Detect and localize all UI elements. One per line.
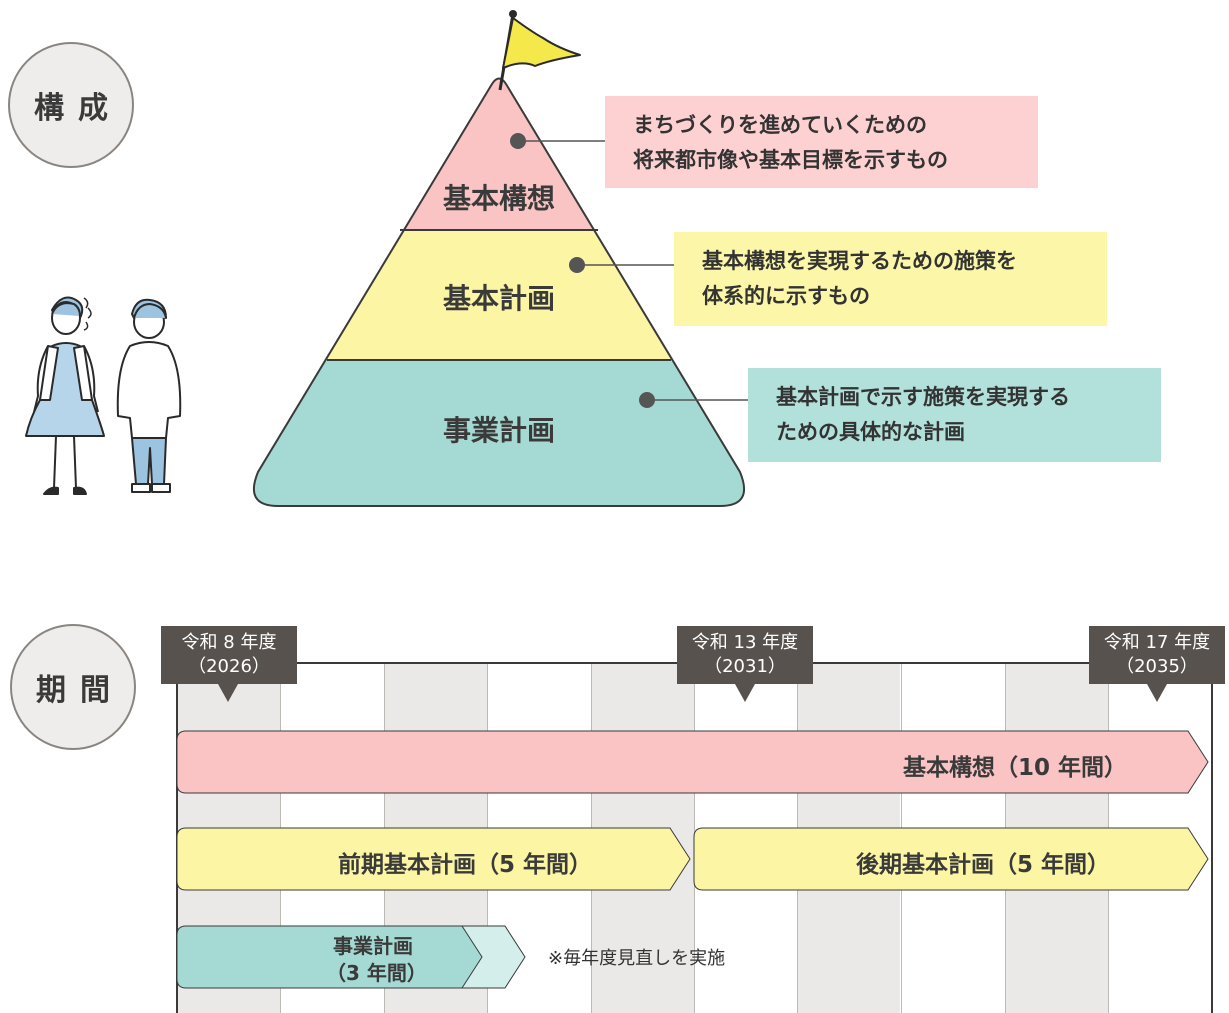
year-marker-2035-line2: （2035） (1116, 656, 1198, 677)
year-marker-2026-line2: （2026） (188, 656, 270, 677)
year-marker-2026-tip (218, 684, 238, 702)
callout-project: 基本計画で示す施策を実現する ための具体的な計画 (748, 368, 1161, 462)
connector-dot-project (639, 392, 655, 408)
flag-icon (502, 17, 581, 69)
year-marker-2035-line1: 令和 17 年度 (1103, 632, 1211, 653)
callout-vision-line2: 将来都市像や基本目標を示すもの (633, 148, 948, 172)
boy-figure (116, 298, 182, 493)
bar-project-label-line1: 事業計画 (333, 934, 413, 958)
pyramid-label-plan: 基本計画 (443, 282, 555, 315)
section-badge-structure: 構成 (8, 42, 134, 168)
people-illustration (25, 296, 182, 495)
pyramid-level-project (253, 360, 745, 506)
connector-dot-plan (569, 257, 585, 273)
bar-plan-first-label: 前期基本計画（5 年間） (338, 852, 593, 878)
bar-vision (176, 730, 1209, 794)
year-marker-2035-tip (1147, 684, 1167, 702)
year-marker-2031: 令和 13 年度 （2031） (677, 626, 813, 684)
bar-plan-second (693, 827, 1209, 891)
year-marker-2031-line1: 令和 13 年度 (691, 632, 799, 653)
callout-vision-line1: まちづくりを進めていくための (633, 113, 927, 137)
bar-project-label-line2: （3 年間） (326, 961, 427, 985)
bar-plan-second-label: 後期基本計画（5 年間） (856, 852, 1111, 878)
timeline-bars (176, 730, 1209, 989)
year-marker-2031-tip (735, 684, 755, 702)
year-marker-2026: 令和 8 年度 （2026） (161, 626, 297, 684)
year-marker-2026-line1: 令和 8 年度 (181, 632, 277, 653)
callout-plan: 基本構想を実現するための施策を 体系的に示すもの (674, 232, 1107, 326)
callout-plan-line1: 基本構想を実現するための施策を (702, 249, 1017, 273)
callout-connectors (510, 133, 748, 408)
year-marker-2031-line2: （2031） (704, 656, 786, 677)
review-note: ※毎年度見直しを実施 (548, 948, 726, 969)
section-badge-structure-label: 構成 (34, 91, 122, 126)
pyramid-label-vision: 基本構想 (443, 182, 555, 215)
callout-project-line1: 基本計画で示す施策を実現する (776, 385, 1070, 409)
callout-project-line2: ための具体的な計画 (776, 420, 965, 444)
year-marker-2035: 令和 17 年度 （2035） (1089, 626, 1225, 684)
section-badge-period-label: 期間 (36, 673, 124, 708)
bar-vision-label: 基本構想（10 年間） (903, 755, 1128, 781)
connector-dot-vision (510, 133, 526, 149)
girl-figure (25, 296, 105, 495)
pyramid-label-project: 事業計画 (443, 414, 555, 447)
section-badge-period: 期間 (10, 624, 136, 750)
callout-vision: まちづくりを進めていくための 将来都市像や基本目標を示すもの (605, 96, 1038, 188)
bar-plan-first (176, 827, 691, 891)
bar-project (176, 925, 483, 989)
callout-plan-line2: 体系的に示すもの (702, 284, 870, 308)
